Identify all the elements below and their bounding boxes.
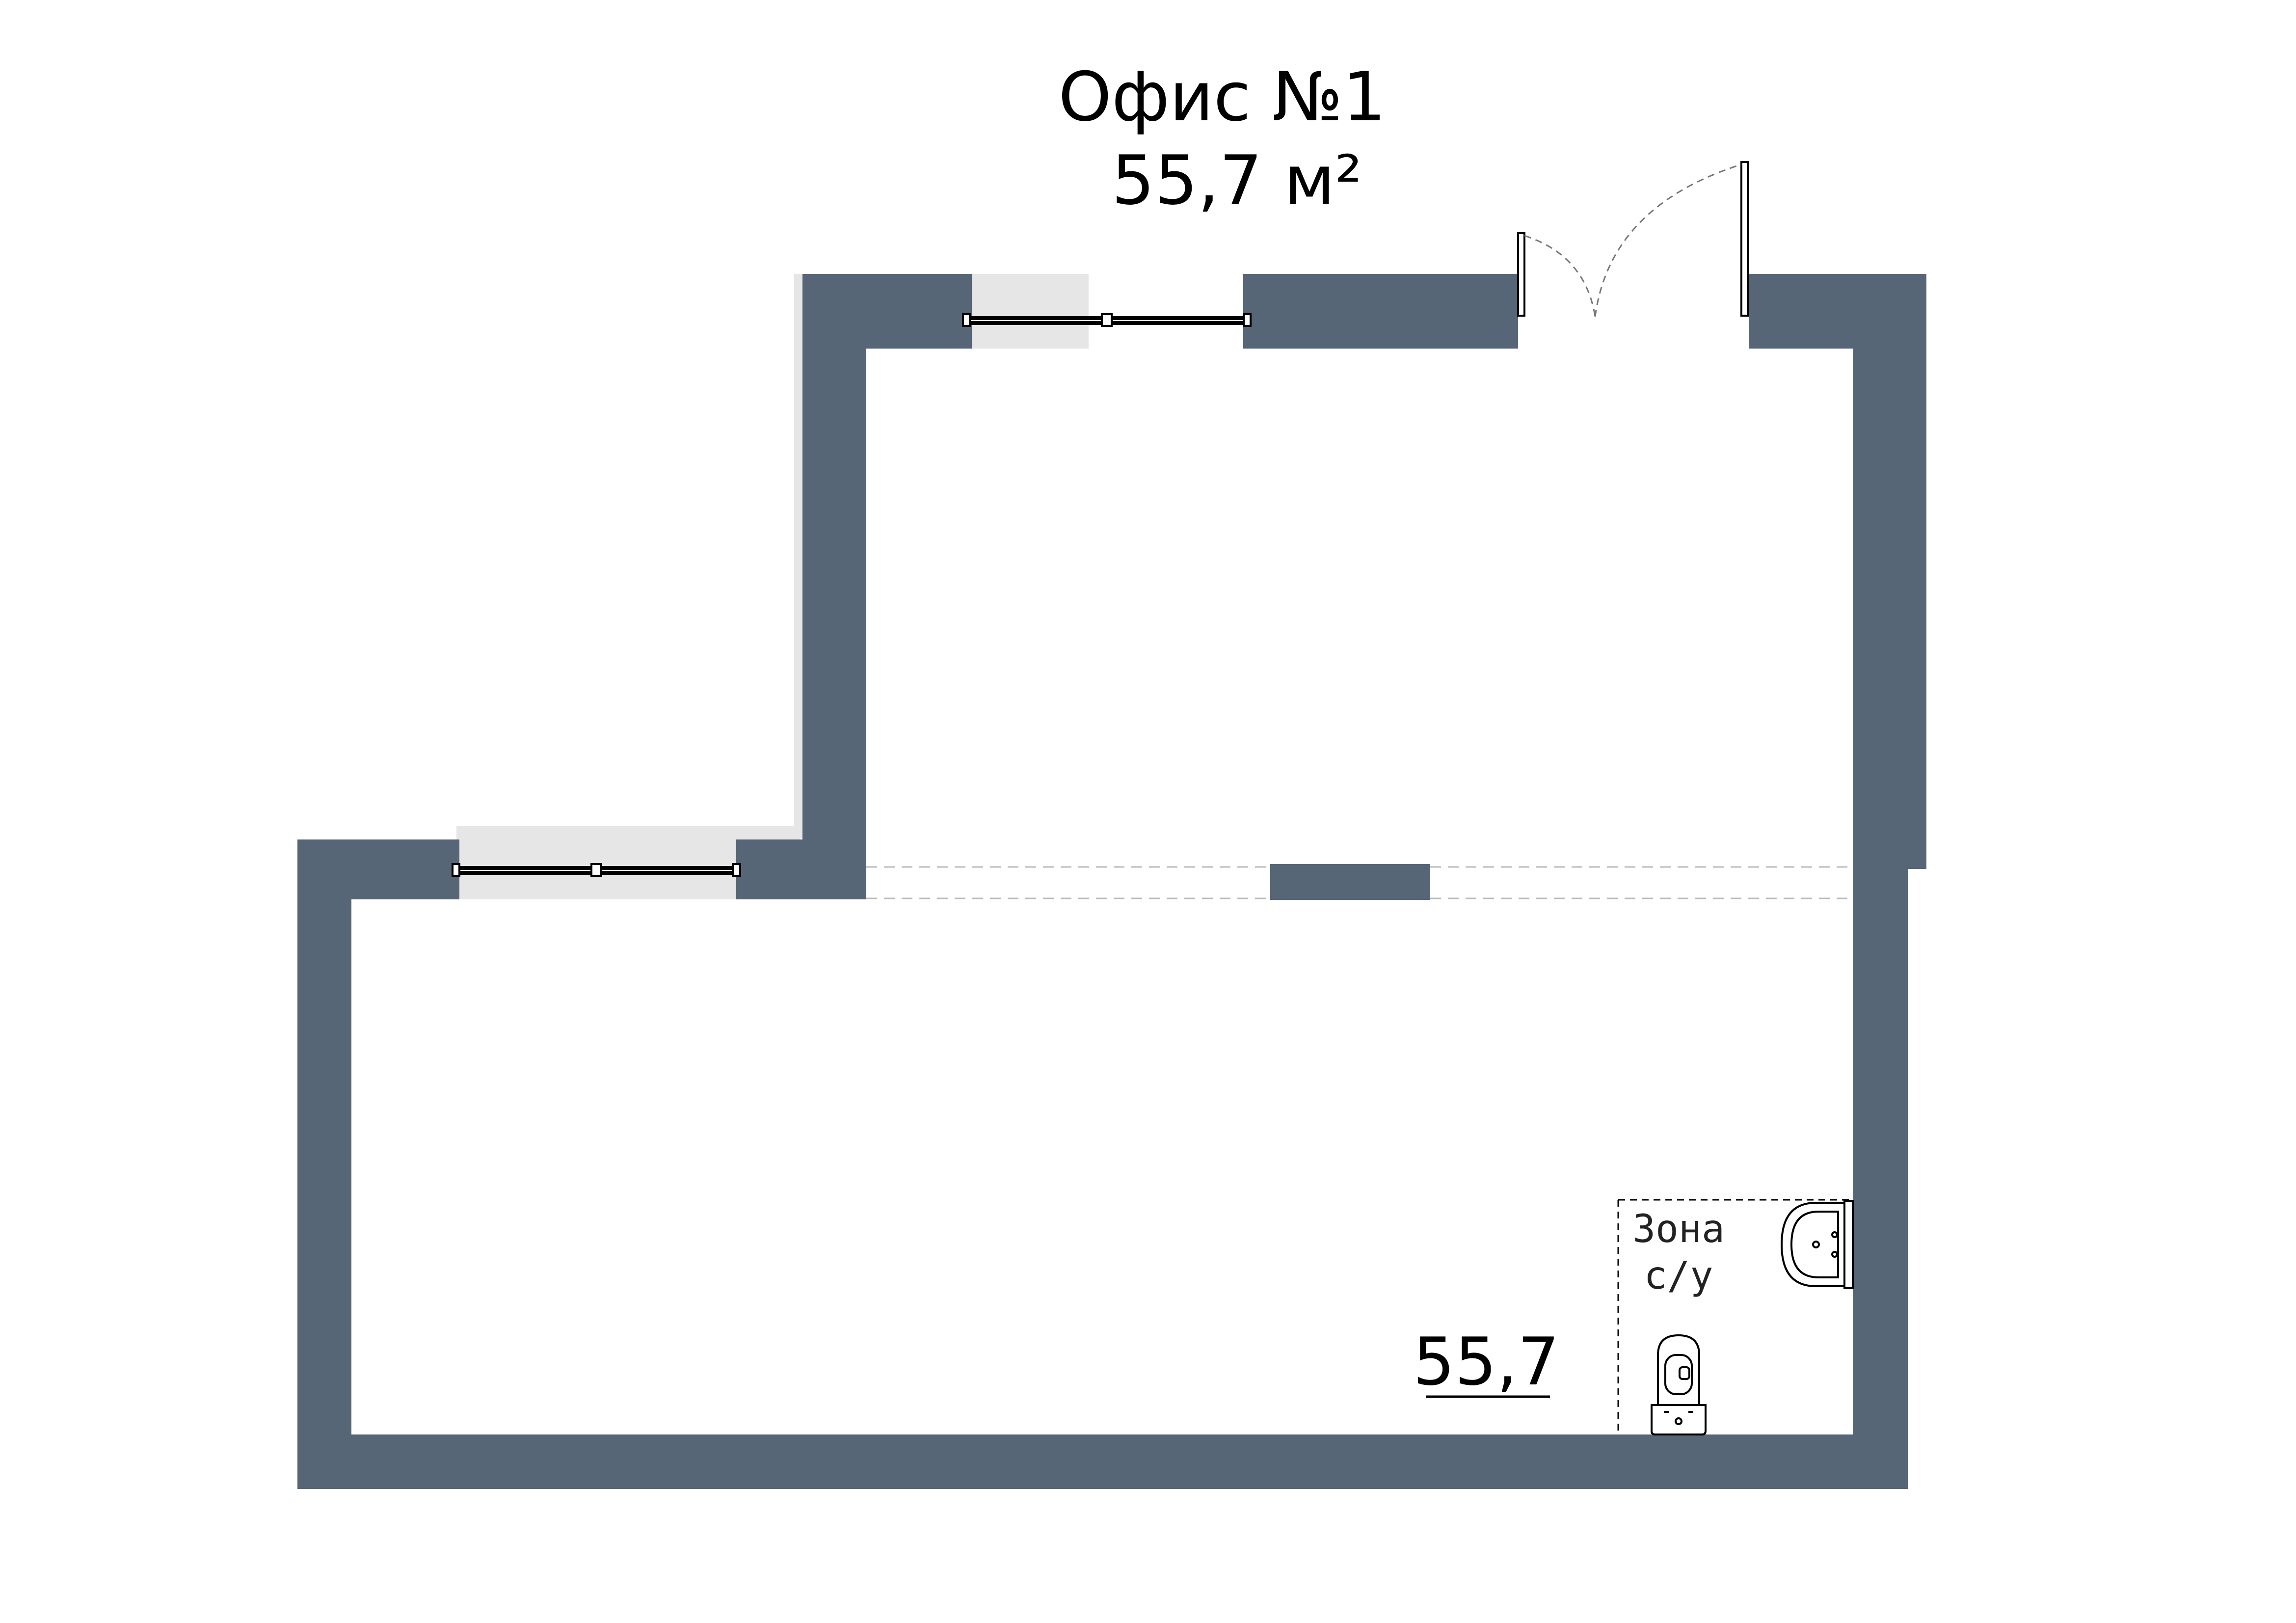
bathroom-zone-boundary <box>1617 1199 1853 1434</box>
window-sills <box>456 274 1089 899</box>
total-area: 55,7 м² <box>1112 141 1362 220</box>
window-icon <box>962 313 1252 327</box>
walls <box>297 274 1926 1489</box>
toilet-icon <box>1651 1334 1707 1435</box>
zone-divider <box>866 866 1853 899</box>
washbasin-icon <box>1780 1200 1854 1289</box>
page-title: Офис №1 <box>1058 57 1386 136</box>
window-icon <box>452 863 741 877</box>
bathroom-zone-sublabel: с/у <box>1644 1254 1713 1298</box>
door-swing-icon <box>1517 161 1749 317</box>
bathroom-zone-label: Зона <box>1632 1207 1725 1251</box>
room-area-label: 55,7 <box>1413 1324 1559 1400</box>
